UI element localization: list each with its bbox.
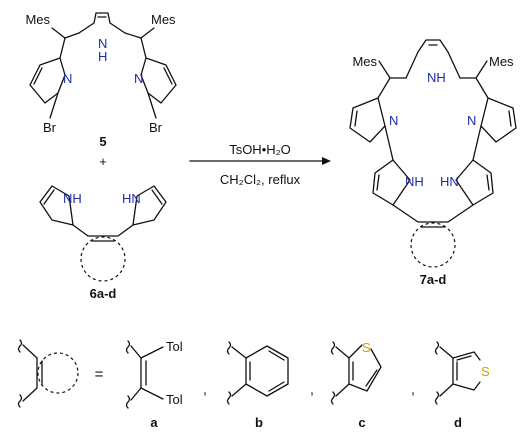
mes-label-5-left: Mes bbox=[25, 12, 50, 27]
nitrogen-label-5-top: N bbox=[98, 36, 107, 51]
nitrogen-label-7-left: N bbox=[389, 113, 398, 128]
plus-sign: + bbox=[99, 154, 107, 169]
nitrogen-label-6-right: HN bbox=[122, 191, 141, 206]
sulfur-label-d: S bbox=[481, 364, 490, 379]
substituent-c-structure bbox=[330, 341, 382, 405]
comma-1: , bbox=[203, 381, 207, 397]
bromine-label-left: Br bbox=[43, 120, 57, 135]
comma-2: , bbox=[310, 381, 314, 397]
label-a: a bbox=[150, 415, 158, 430]
nitrogen-label-5-left: N bbox=[63, 71, 72, 86]
compound-5-structure bbox=[29, 12, 177, 119]
nitrogen-label-6-left: NH bbox=[63, 191, 82, 206]
substituent-d-structure bbox=[434, 341, 481, 405]
equals-sign: = bbox=[95, 366, 104, 383]
nitrogen-label-5-right: N bbox=[134, 71, 143, 86]
compound-5-label: 5 bbox=[99, 134, 106, 149]
tolyl-label-top: Tol bbox=[166, 339, 183, 354]
nitrogen-label-7-top: NH bbox=[427, 70, 446, 85]
nitrogen-label-7-right: N bbox=[467, 113, 476, 128]
compound-7-label: 7a-d bbox=[420, 272, 447, 287]
sulfur-label-c: S bbox=[362, 340, 371, 355]
substituent-a-structure bbox=[125, 340, 164, 409]
solvent-label: CH₂Cl₂, reflux bbox=[220, 172, 301, 187]
reagent-label: TsOH•H₂O bbox=[229, 142, 291, 157]
generic-ring-fragment bbox=[17, 339, 79, 408]
bromine-label-right: Br bbox=[149, 120, 163, 135]
label-c: c bbox=[358, 415, 365, 430]
hydrogen-label-5-top: H bbox=[98, 49, 107, 64]
nitrogen-label-7-bottom-right: HN bbox=[440, 174, 459, 189]
compound-6-structure bbox=[39, 185, 167, 282]
comma-3: , bbox=[411, 381, 415, 397]
label-d: d bbox=[454, 415, 462, 430]
label-b: b bbox=[255, 415, 263, 430]
compound-6-label: 6a-d bbox=[90, 286, 117, 301]
nitrogen-label-7-bottom-left: NH bbox=[405, 174, 424, 189]
mes-label-5-right: Mes bbox=[151, 12, 176, 27]
mes-label-7-right: Mes bbox=[489, 54, 514, 69]
tolyl-label-bottom: Tol bbox=[166, 392, 183, 407]
substituent-b-structure bbox=[226, 341, 289, 405]
reaction-arrow bbox=[189, 157, 331, 165]
mes-label-7-left: Mes bbox=[352, 54, 377, 69]
compound-7-structure bbox=[349, 39, 517, 268]
